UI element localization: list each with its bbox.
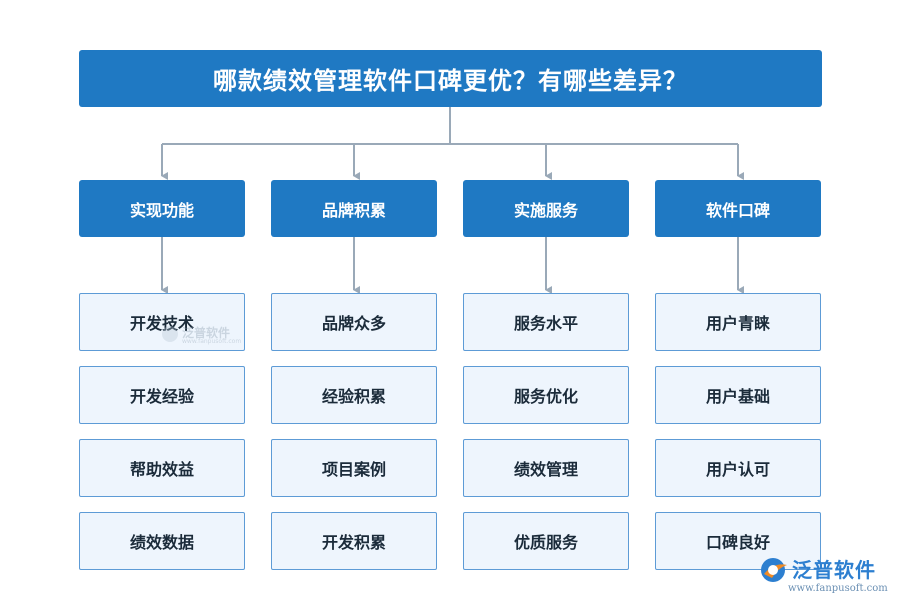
diagram-title: 哪款绩效管理软件口碑更优？有哪些差异？ <box>79 50 822 107</box>
column-item: 经验积累 <box>271 366 437 424</box>
watermark-logo-icon <box>162 326 178 342</box>
column-item: 绩效数据 <box>79 512 245 570</box>
column-header: 软件口碑 <box>655 180 821 237</box>
column-item: 服务优化 <box>463 366 629 424</box>
column-item: 开发技术 <box>79 293 245 351</box>
column-item: 用户基础 <box>655 366 821 424</box>
column-item: 用户认可 <box>655 439 821 497</box>
column-header: 实现功能 <box>79 180 245 237</box>
watermark-text: 泛普软件 <box>182 326 231 340</box>
brand-name: 泛普软件 <box>792 558 876 582</box>
column-item: 服务水平 <box>463 293 629 351</box>
column-item: 品牌众多 <box>271 293 437 351</box>
column-item: 用户青睐 <box>655 293 821 351</box>
column-item: 口碑良好 <box>655 512 821 570</box>
brand-logo: 泛普软件 www.fanpusoft.com <box>760 554 896 598</box>
brand-url: www.fanpusoft.com <box>788 583 888 594</box>
column-item: 优质服务 <box>463 512 629 570</box>
watermark: 泛普软件 www.fanpusoft.com <box>162 322 252 348</box>
watermark-subtext: www.fanpusoft.com <box>182 338 242 345</box>
brand-logo-icon <box>761 558 787 582</box>
column-header: 实施服务 <box>463 180 629 237</box>
column-item: 项目案例 <box>271 439 437 497</box>
column-item: 开发积累 <box>271 512 437 570</box>
column-header: 品牌积累 <box>271 180 437 237</box>
column-item: 绩效管理 <box>463 439 629 497</box>
column-item: 帮助效益 <box>79 439 245 497</box>
column-item: 开发经验 <box>79 366 245 424</box>
